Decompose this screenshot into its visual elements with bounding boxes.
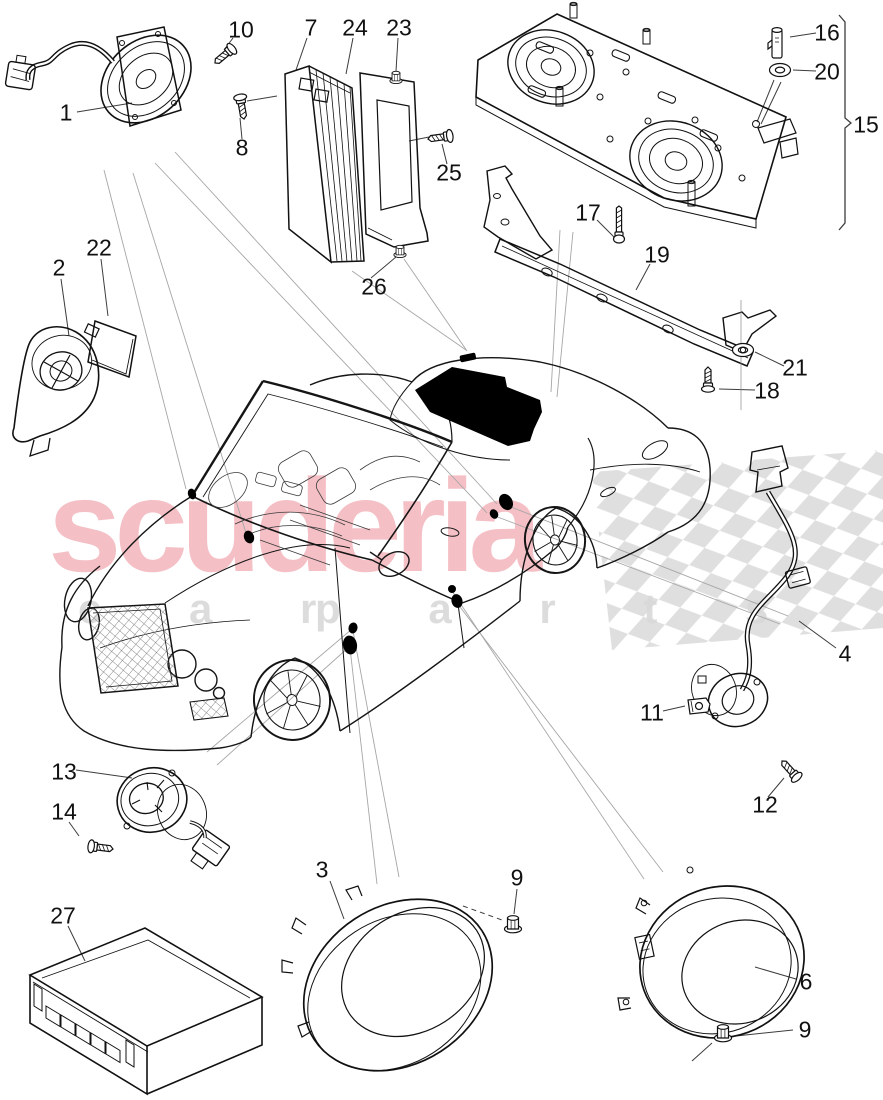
callout-1: 1 <box>59 99 73 126</box>
callout-14: 14 <box>51 798 77 825</box>
part-7-amplifier <box>284 64 365 264</box>
callout-25: 25 <box>436 159 462 186</box>
part-15-subwoofer-plate <box>475 1 799 229</box>
checkered-flag-watermark <box>592 450 883 650</box>
callout-6: 6 <box>799 968 813 995</box>
callout-19: 19 <box>644 241 670 268</box>
callout-12: 12 <box>752 791 778 818</box>
part-27-cd-changer <box>28 927 264 1096</box>
callout-16: 16 <box>814 19 840 46</box>
callout-8: 8 <box>235 134 249 161</box>
part-1-door-speaker <box>4 26 192 127</box>
callout-4: 4 <box>838 640 852 667</box>
callout-11: 11 <box>640 699 664 726</box>
callout-23: 23 <box>386 14 412 41</box>
part-3-oval-speaker <box>281 885 494 1072</box>
callout-17: 17 <box>575 199 601 226</box>
part-21-nut-washer <box>731 342 755 358</box>
callout-10: 10 <box>228 16 254 43</box>
part-13-speaker-adapter <box>116 766 231 870</box>
car-illustration <box>59 352 711 752</box>
part-6-round-speaker <box>617 866 805 1039</box>
callout-22: 22 <box>86 234 112 261</box>
callout-26: 26 <box>361 273 387 300</box>
part-19-support-bracket <box>483 165 778 410</box>
callout-9-upper: 9 <box>510 864 524 891</box>
leader-fan-lines <box>103 151 789 885</box>
part-2-tweeter-pod <box>12 323 100 457</box>
callout-27: 27 <box>50 902 76 929</box>
callout-2: 2 <box>52 254 66 281</box>
callout-18: 18 <box>754 377 780 404</box>
callout-9-lower: 9 <box>798 1016 812 1043</box>
speaker-location-dots <box>187 352 542 655</box>
callout-13: 13 <box>51 758 77 785</box>
callout-leader-lines <box>60 14 853 1062</box>
callout-20: 20 <box>814 58 840 85</box>
part-4-rear-speaker-cable <box>691 445 811 728</box>
callout-7: 7 <box>304 14 318 41</box>
callout-21: 21 <box>782 354 808 381</box>
part-24-amplifier-bracket <box>359 72 429 248</box>
callout-24: 24 <box>342 14 368 41</box>
part-11-clip-nut <box>687 697 711 715</box>
part-16-retaining-pin <box>767 26 783 59</box>
callout-15: 15 <box>853 111 879 138</box>
callout-3: 3 <box>315 856 329 883</box>
part-22-gasket-pad <box>87 319 137 379</box>
